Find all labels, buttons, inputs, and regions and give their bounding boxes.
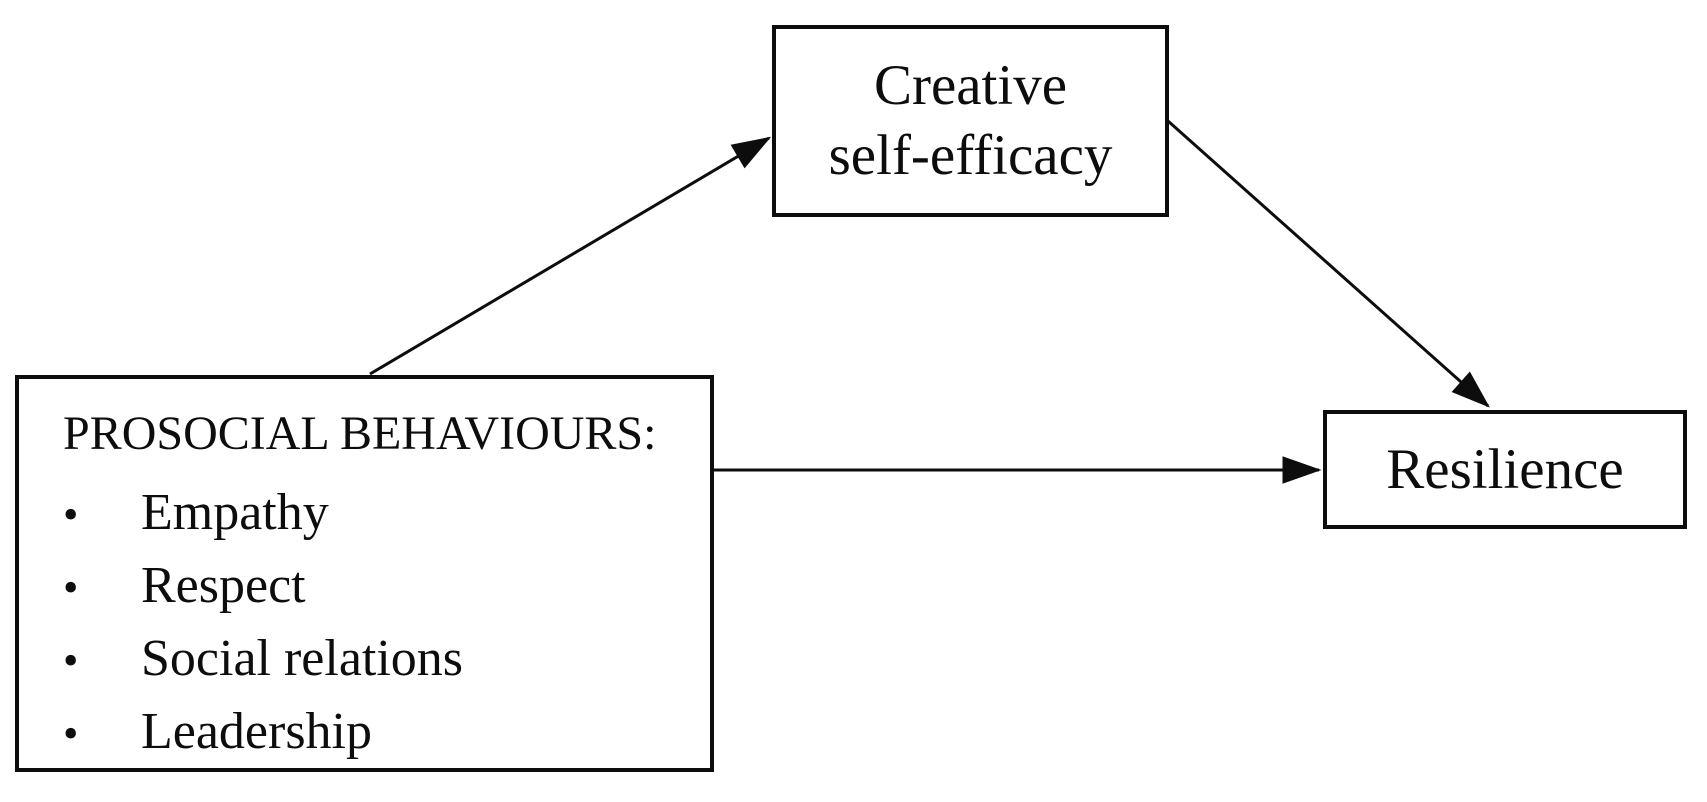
resilience-label: Resilience [1386,438,1624,501]
creative-self-efficacy-box: Creative self-efficacy [772,25,1169,217]
list-item-label: Respect [141,557,306,614]
prosocial-behaviours-list: • Empathy • Respect • Social relations •… [63,477,694,769]
list-item-label: Social relations [141,630,464,687]
creative-self-efficacy-label-line1: Creative [873,54,1068,117]
bullet-icon: • [63,636,79,685]
list-item: • Social relations [63,623,694,696]
bullet-icon: • [63,709,79,758]
prosocial-behaviours-heading: PROSOCIAL BEHAVIOURS: [63,407,657,460]
list-item: • Respect [63,550,694,623]
bullet-icon: • [63,490,79,539]
resilience-box: Resilience [1323,410,1687,529]
list-item: • Empathy [63,477,694,550]
bullet-icon: • [63,563,79,612]
list-item: • Leadership [63,696,694,769]
list-item-label: Leadership [141,703,373,760]
arrow-creative-to-resilience [1167,119,1490,408]
creative-self-efficacy-label-line2: self-efficacy [828,124,1113,187]
list-item-label: Empathy [141,484,329,541]
prosocial-behaviours-box: PROSOCIAL BEHAVIOURS: • Empathy • Respec… [15,375,714,772]
arrow-prosocial-to-creative [369,136,772,376]
